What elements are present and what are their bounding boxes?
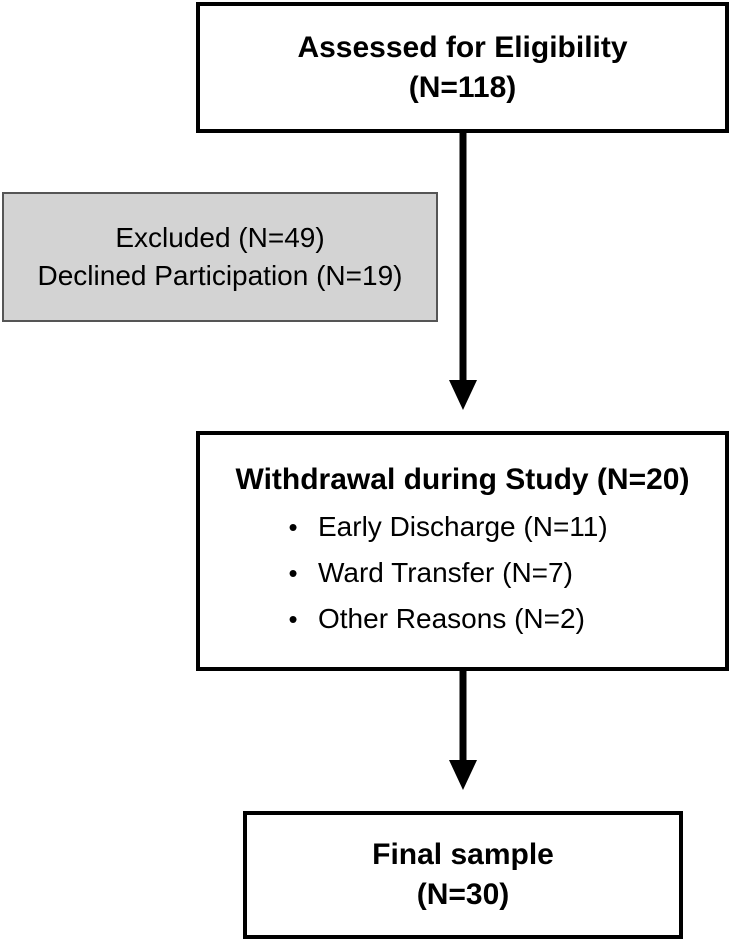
bullet-icon: •	[288, 604, 298, 634]
list-item: • Early Discharge (N=11)	[268, 504, 608, 550]
assessed-for-eligibility-box: Assessed for Eligibility (N=118)	[196, 2, 729, 133]
assessed-count: (N=118)	[408, 70, 517, 104]
withdrawal-reasons-list: • Early Discharge (N=11) • Ward Transfer…	[268, 504, 608, 642]
assessed-title: Assessed for Eligibility	[297, 30, 628, 64]
excluded-count: Excluded (N=49)	[115, 222, 325, 253]
bullet-icon: •	[288, 512, 298, 542]
arrowhead-to-final	[449, 760, 477, 790]
declined-participation-count: Declined Participation (N=19)	[37, 260, 403, 291]
reason-ward-transfer: Ward Transfer (N=7)	[318, 557, 573, 588]
withdrawal-box: Withdrawal during Study (N=20) • Early D…	[196, 431, 729, 671]
final-sample-box: Final sample (N=30)	[243, 811, 683, 939]
list-item: • Ward Transfer (N=7)	[268, 550, 608, 596]
arrowhead-to-withdrawal	[449, 380, 477, 410]
bullet-icon: •	[288, 558, 298, 588]
reason-other: Other Reasons (N=2)	[318, 603, 585, 634]
withdrawal-title: Withdrawal during Study (N=20)	[235, 463, 690, 496]
final-sample-count: (N=30)	[416, 878, 510, 911]
reason-early-discharge: Early Discharge (N=11)	[318, 511, 608, 542]
excluded-box: Excluded (N=49) Declined Participation (…	[2, 192, 438, 322]
list-item: • Other Reasons (N=2)	[268, 596, 608, 642]
final-sample-title: Final sample	[372, 838, 554, 871]
